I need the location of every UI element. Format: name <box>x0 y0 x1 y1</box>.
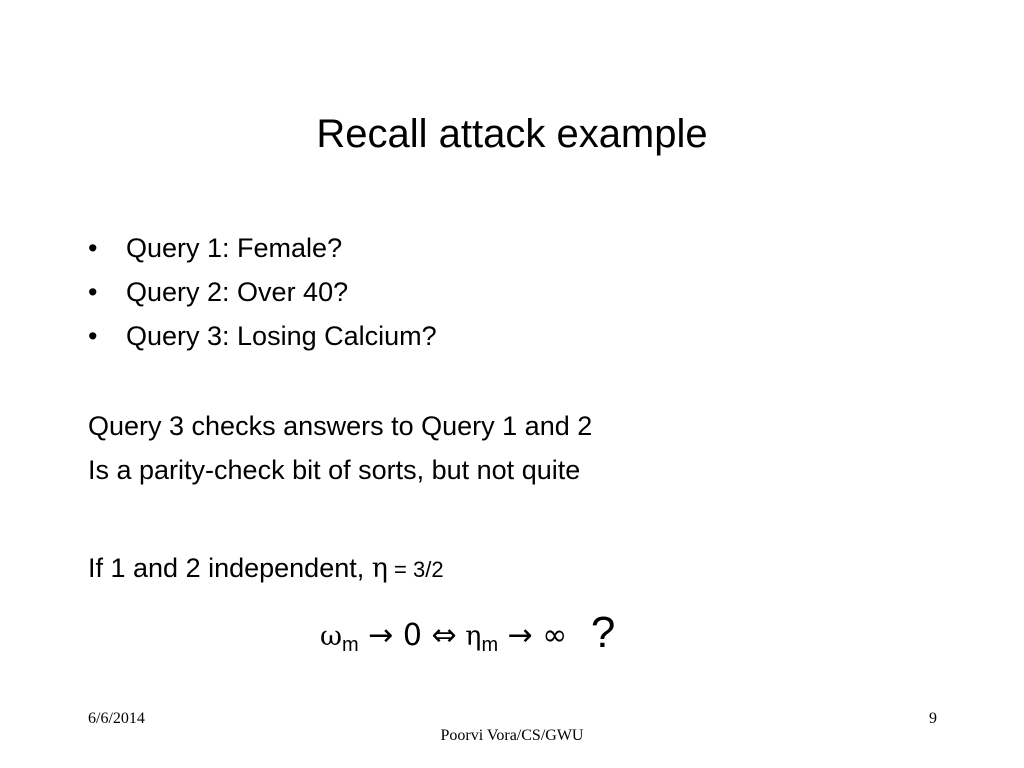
bullet-glyph: • <box>88 277 98 307</box>
independence-prefix: If 1 and 2 independent, <box>88 553 372 583</box>
formula: ωm → 0 ⇔ ηm → ∞ ? <box>320 603 615 675</box>
arrow-to-infinity: → ∞ <box>498 618 577 653</box>
list-item: • Query 1: Female? <box>88 226 437 270</box>
omega-subscript: m <box>342 634 359 656</box>
slide-title: Recall attack example <box>316 112 708 156</box>
eta-symbol: η <box>456 621 482 652</box>
arrow-to-zero: → 0 <box>358 618 432 653</box>
body-line-1: Query 3 checks answers to Query 1 and 2 <box>88 411 593 441</box>
bullet-text: Query 3: Losing Calcium? <box>126 321 437 351</box>
question-mark: ? <box>590 608 616 657</box>
independence-suffix: = 3/2 <box>387 557 444 582</box>
bullet-glyph: • <box>88 321 98 351</box>
list-item: • Query 2: Over 40? <box>88 270 437 314</box>
bullet-glyph: • <box>88 233 98 263</box>
omega-symbol: ω <box>320 621 343 652</box>
footer-date: 6/6/2014 <box>88 710 145 727</box>
footer-page-number: 9 <box>929 710 937 727</box>
independence-line: If 1 and 2 independent, η = 3/2 <box>88 546 444 592</box>
footer-author: Poorvi Vora/CS/GWU <box>440 727 584 744</box>
eta-subscript: m <box>481 634 499 656</box>
list-item: • Query 3: Losing Calcium? <box>88 314 437 358</box>
eta-symbol: η <box>371 553 388 584</box>
bullet-list: • Query 1: Female? • Query 2: Over 40? •… <box>88 226 437 358</box>
bullet-text: Query 2: Over 40? <box>126 277 349 307</box>
bullet-text: Query 1: Female? <box>126 233 343 263</box>
iff-symbol: ⇔ <box>431 618 457 653</box>
body-line-2: Is a parity-check bit of sorts, but not … <box>88 455 581 485</box>
